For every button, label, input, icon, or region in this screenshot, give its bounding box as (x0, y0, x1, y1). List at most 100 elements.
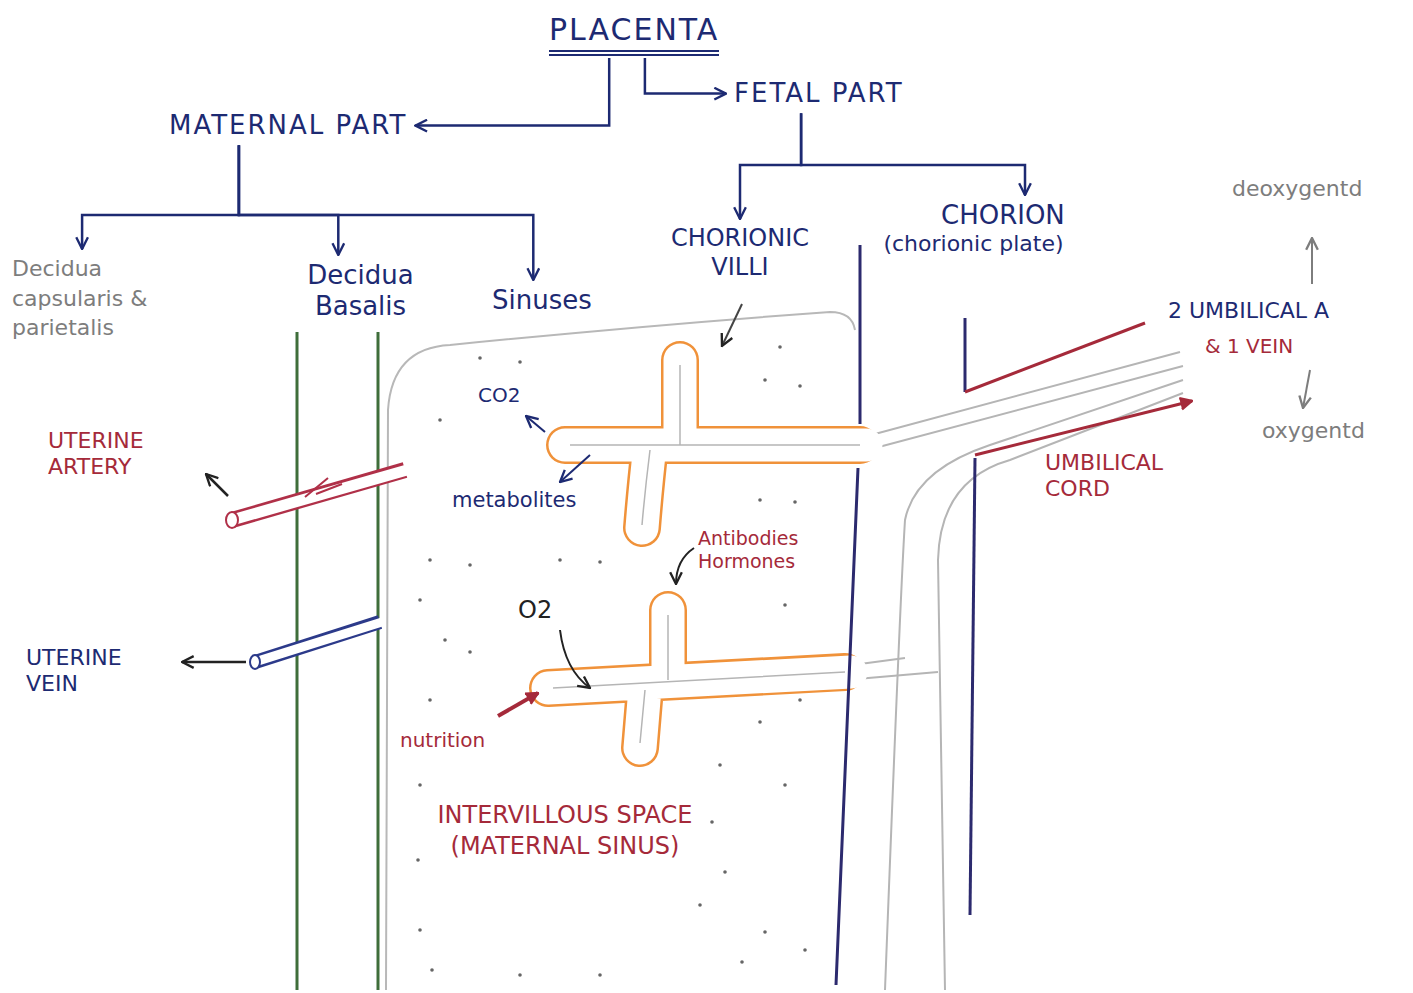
blood-dot (468, 563, 472, 567)
label: nutrition (400, 728, 485, 752)
villus-outline (548, 360, 860, 748)
villus-fill (548, 610, 851, 748)
label: 2 UMBILICAL A (1168, 298, 1329, 324)
node-text: (chorionic plate) (876, 231, 1071, 257)
villus-fill (565, 360, 866, 528)
blood-dot (418, 783, 422, 787)
decidua-line (377, 332, 380, 990)
leader-arrow (498, 693, 538, 716)
label: CO2 (478, 383, 520, 407)
tree-node: CHORIONIC VILLI (645, 222, 835, 284)
label: oxygentd (1262, 418, 1365, 444)
connector (645, 58, 726, 94)
blood-dot (430, 968, 434, 972)
leader-arrow (722, 304, 742, 346)
label: Antibodies Hormones (698, 527, 853, 573)
blood-dot (428, 698, 432, 702)
leader-arrow (182, 661, 246, 664)
label: deoxygentd (1232, 176, 1362, 202)
intervillous-outline (386, 312, 855, 990)
blood-dot (518, 973, 522, 977)
node-text: CHORIONIC VILLI (649, 224, 831, 282)
leader-arrow (206, 474, 228, 496)
blood-dot (783, 783, 787, 787)
villus-vessel (553, 365, 860, 743)
cord-wall (965, 323, 1145, 392)
node-text: CHORION (876, 200, 1123, 231)
connector (239, 145, 533, 280)
connector (239, 145, 338, 255)
leader-arrow (1311, 238, 1313, 284)
blood-dot (783, 603, 787, 607)
tree-node: MATERNAL PART (165, 108, 411, 143)
blood-dot (558, 558, 562, 562)
blood-dot (428, 558, 432, 562)
blood-dot (740, 960, 744, 964)
label: O2 (518, 596, 552, 625)
blood-dot (518, 360, 522, 364)
chorionic-plate (836, 245, 860, 985)
uterine-artery (232, 470, 407, 520)
decidua-line (296, 332, 299, 990)
blood-dot (723, 870, 727, 874)
blood-dot (598, 560, 602, 564)
tree-node: FETAL PART (730, 76, 908, 111)
blood-dot (416, 858, 420, 862)
blood-dot (778, 345, 782, 349)
node-text: Sinuses (492, 285, 592, 316)
uterine-vein (250, 655, 260, 669)
blood-dot (758, 720, 762, 724)
blood-dots (416, 345, 807, 977)
node-text: MATERNAL PART (169, 110, 407, 141)
blood-dot (710, 820, 714, 824)
leader-arrow (676, 548, 694, 584)
blood-dot (763, 930, 767, 934)
blood-dot (758, 498, 762, 502)
label: INTERVILLOUS SPACE (MATERNAL SINUS) (430, 800, 700, 862)
blood-dot (803, 948, 807, 952)
tree-node: Decidua Basalis (268, 258, 453, 324)
label: UTERINE VEIN (26, 645, 166, 698)
blood-dot (793, 500, 797, 504)
label: metabolites (452, 488, 576, 513)
node-text: Decidua capsularis & parietalis (12, 254, 199, 343)
node-text: FETAL PART (734, 78, 904, 109)
label: UMBILICAL CORD (1045, 450, 1230, 503)
villus-vessel (570, 365, 860, 525)
cord-wall (964, 318, 967, 392)
artery-branch (305, 478, 342, 497)
blood-dot (763, 378, 767, 382)
connector (82, 145, 239, 249)
blood-dot (418, 928, 422, 932)
blood-dot (443, 638, 447, 642)
blood-dot (698, 903, 702, 907)
blood-dot (598, 973, 602, 977)
leader-arrow (560, 630, 590, 688)
leader-arrow (560, 455, 590, 482)
connector (801, 113, 1025, 195)
fetal-vessel (845, 352, 1183, 680)
uterine-vein (255, 622, 382, 662)
villus-vessel (553, 615, 845, 743)
tree-node: PLACENTA (545, 10, 723, 58)
connector (415, 58, 609, 126)
blood-dot (418, 598, 422, 602)
blood-dot (718, 763, 722, 767)
tree-node: CHORION(chorionic plate) (872, 198, 1127, 260)
cord-wall (970, 458, 975, 915)
cord-wall (975, 401, 1192, 455)
leader-arrow (1303, 370, 1310, 408)
blood-dot (798, 698, 802, 702)
tree-node: Sinuses (488, 283, 596, 318)
leader-arrow (526, 416, 545, 432)
villus-fill (548, 360, 866, 748)
label: & 1 VEIN (1205, 334, 1293, 358)
tree-node: Decidua capsularis & parietalis (8, 252, 203, 345)
node-text: Decidua Basalis (272, 260, 449, 322)
node-text: PLACENTA (549, 12, 719, 56)
blood-dot (438, 418, 442, 422)
connector (740, 113, 801, 219)
